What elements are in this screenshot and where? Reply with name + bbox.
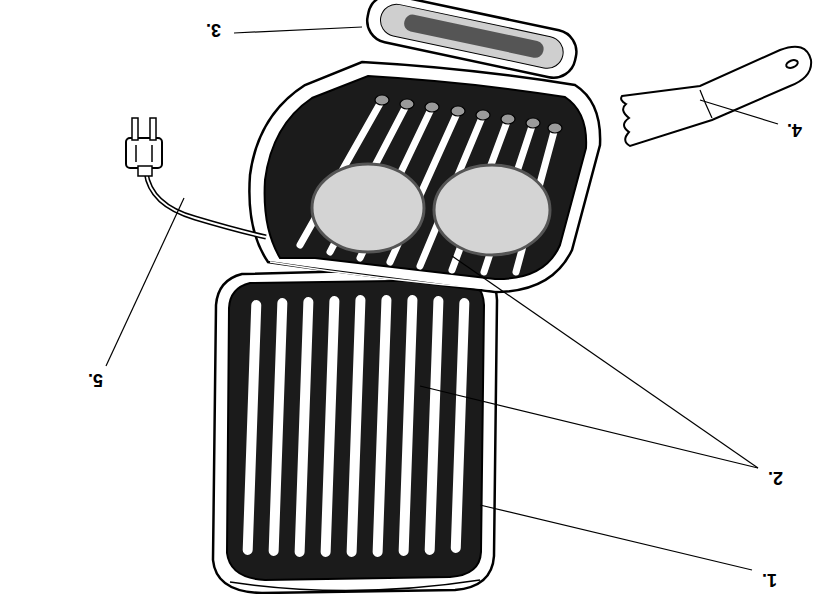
lid-plate	[265, 76, 587, 279]
callout-number: 4.	[787, 121, 802, 139]
grill-base	[213, 268, 497, 593]
rib-ends	[375, 95, 562, 133]
callout-number: 5.	[88, 371, 103, 389]
power-cord	[126, 118, 266, 237]
grill-lid	[249, 62, 600, 292]
lid-handle	[363, 0, 580, 82]
patties	[312, 164, 550, 255]
callout-number: 3.	[206, 21, 221, 39]
lid-ribs	[300, 100, 555, 272]
spatula	[621, 47, 811, 146]
callout-number: 2.	[768, 469, 783, 487]
callout-number: 1.	[762, 571, 777, 589]
base-ribs	[243, 295, 470, 557]
base-plate	[227, 280, 484, 580]
leader-lines	[106, 27, 778, 570]
